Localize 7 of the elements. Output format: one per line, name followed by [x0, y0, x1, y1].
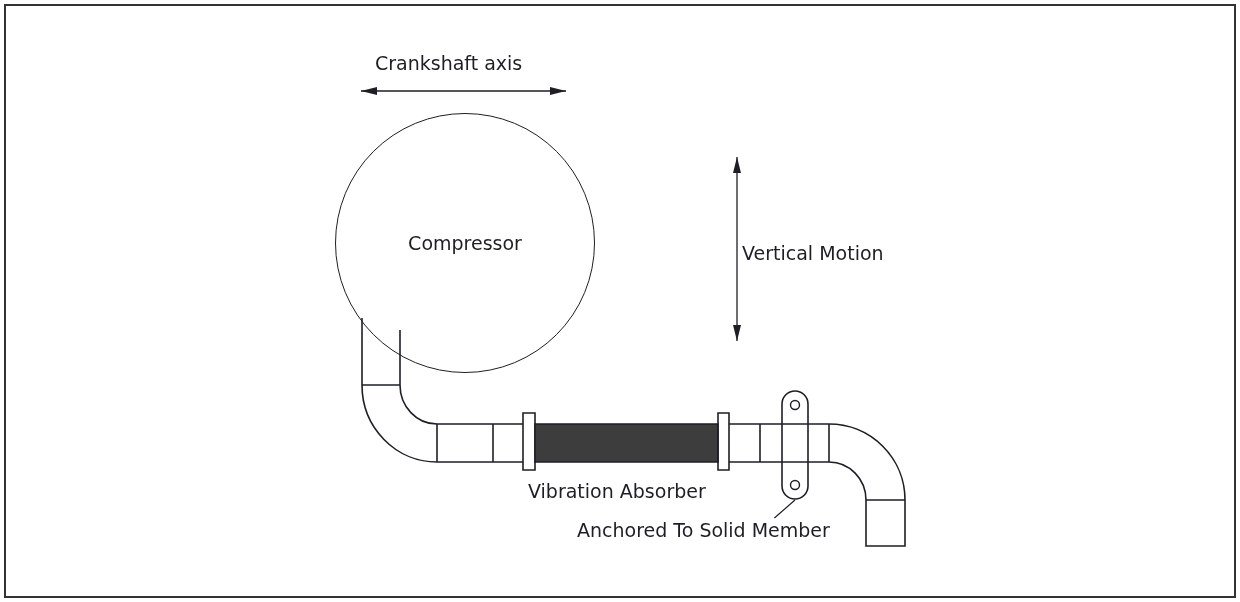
- node-label: Compressor: [408, 231, 522, 255]
- axis-label: Crankshaft axis: [375, 51, 523, 75]
- anchor-bracket: [781, 390, 809, 500]
- motion-label: Vertical Motion: [742, 241, 884, 265]
- part-label: Vibration Absorber: [528, 479, 706, 503]
- callout-text: Anchored To Solid Member: [577, 518, 859, 542]
- leader-line: [773, 499, 796, 519]
